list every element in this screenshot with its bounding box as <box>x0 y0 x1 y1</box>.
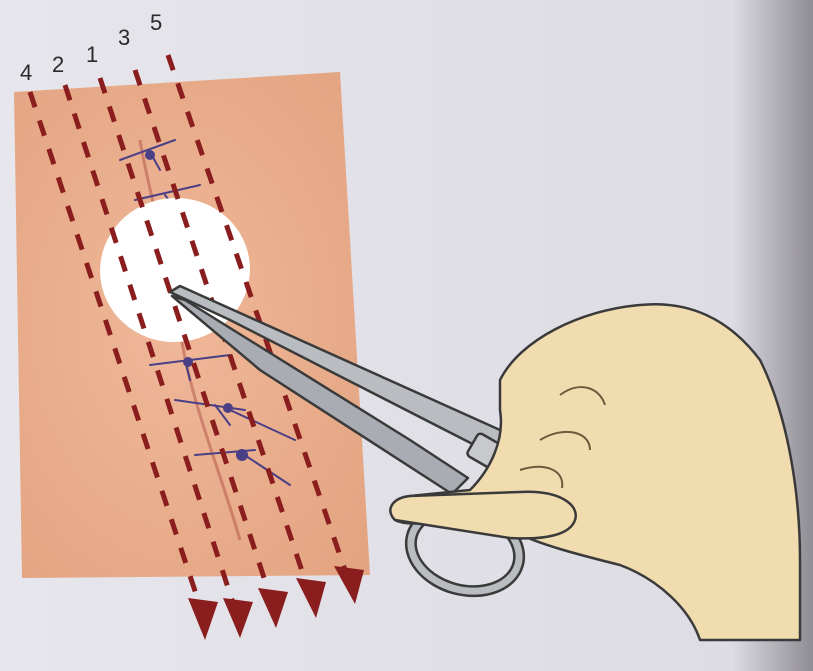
lane-label-3: 3 <box>118 25 130 50</box>
lane-label-1: 1 <box>86 42 98 67</box>
lane-label-2: 2 <box>52 52 64 77</box>
lane-label-4: 4 <box>20 60 32 85</box>
lane-label-5: 5 <box>150 10 162 35</box>
